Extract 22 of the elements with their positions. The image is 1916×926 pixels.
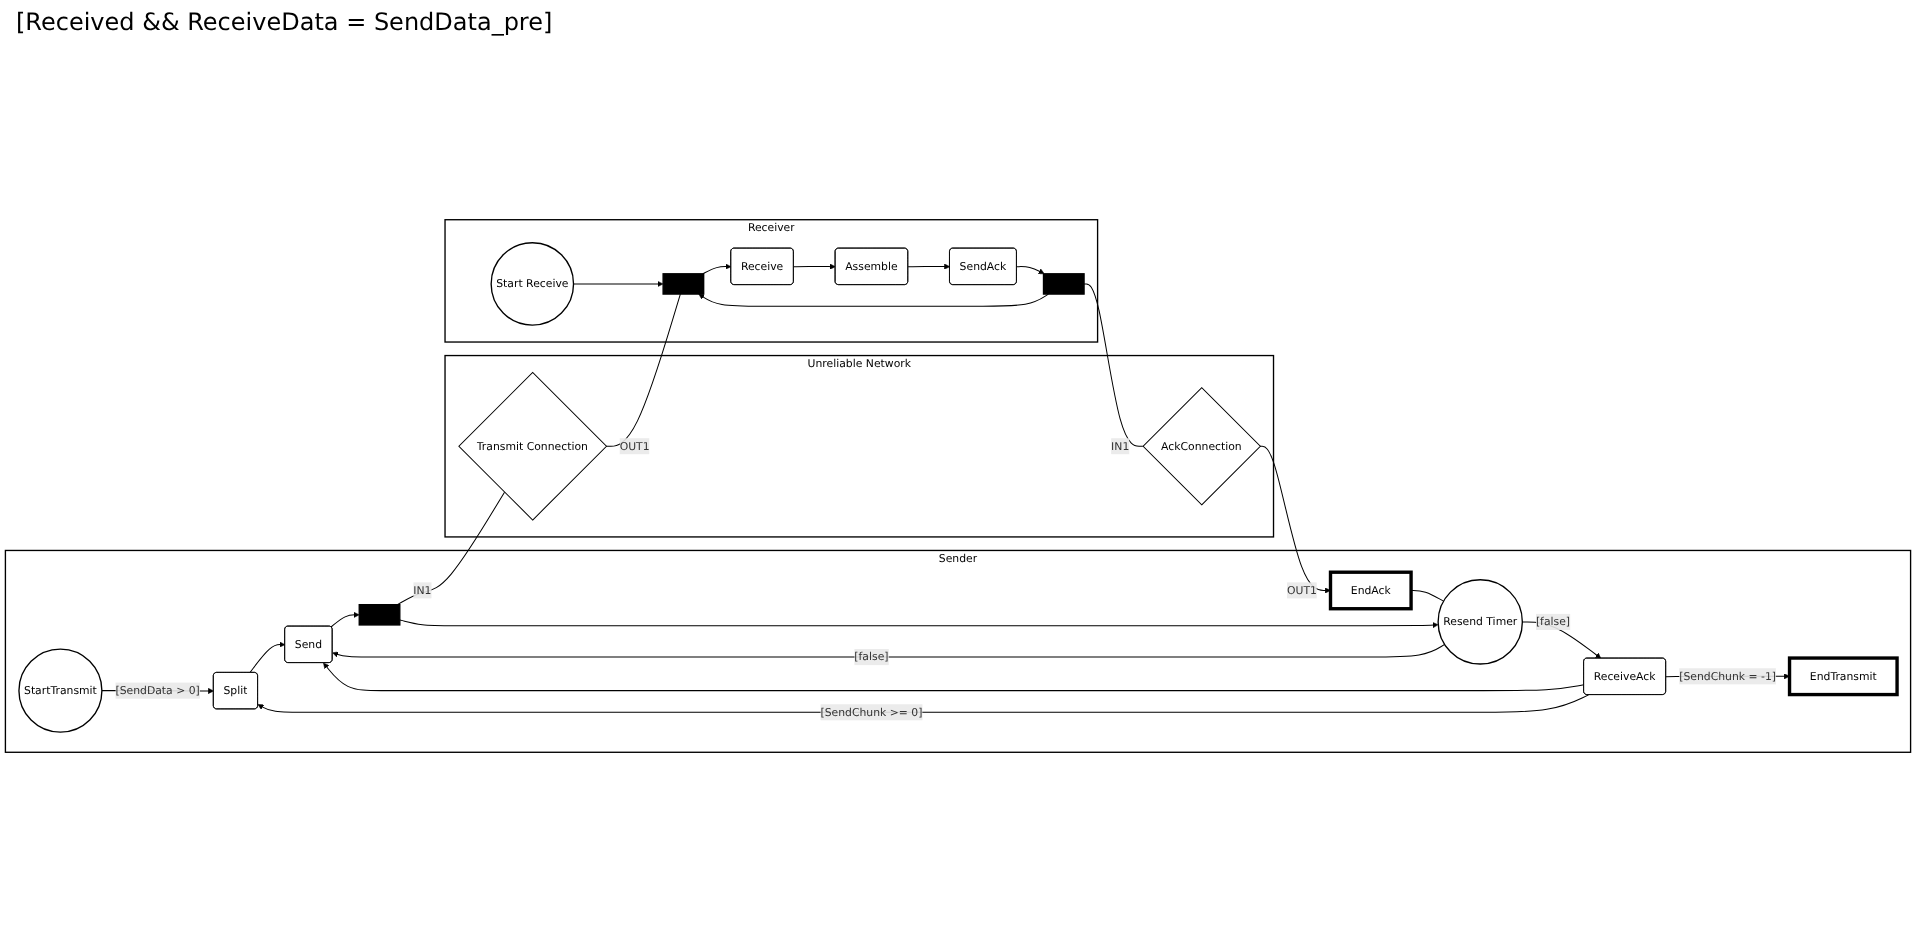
arrow <box>1016 266 1045 275</box>
arrow <box>907 263 951 270</box>
connector <box>1410 589 1445 602</box>
node-bar <box>358 604 401 626</box>
arrow <box>332 643 1446 658</box>
node-bar <box>1042 273 1085 295</box>
arrow <box>1259 445 1331 594</box>
arrow <box>1521 621 1602 659</box>
arrow <box>323 662 1585 692</box>
arrow <box>698 293 1049 307</box>
guard-note: [Received && ReceiveData = SendData_pre] <box>16 8 553 36</box>
arrow <box>330 611 360 628</box>
arrow <box>399 619 1439 629</box>
arrow <box>793 263 836 270</box>
connector <box>1083 283 1144 447</box>
connector <box>396 491 506 606</box>
arrow <box>249 641 286 674</box>
connector <box>605 293 681 447</box>
node-bar <box>662 273 705 295</box>
arrow <box>702 263 732 275</box>
arrow <box>573 280 664 287</box>
arrow <box>257 694 1590 713</box>
